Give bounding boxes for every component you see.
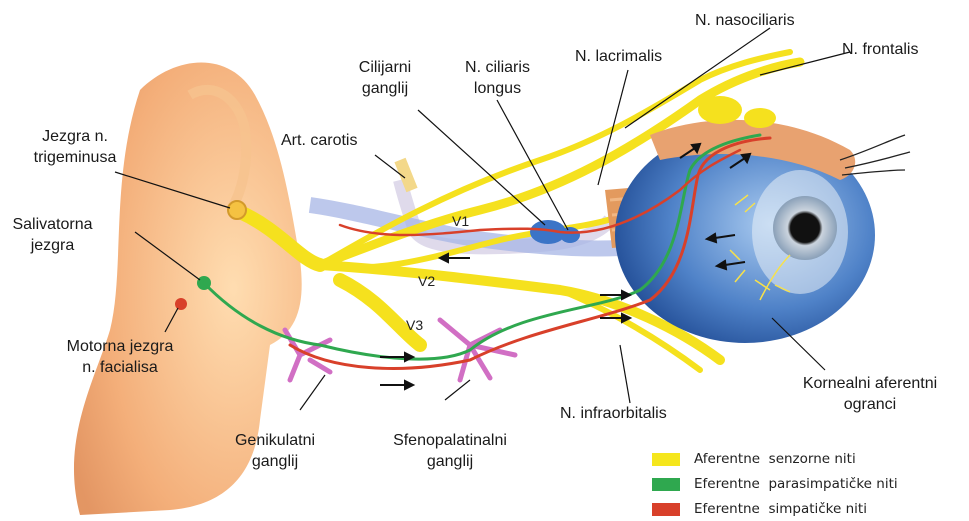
legend-item-sympathetic: Eferentne simpatičke niti bbox=[652, 499, 867, 519]
iris bbox=[773, 196, 837, 260]
legend-swatch-sympathetic bbox=[652, 503, 680, 516]
label-geniculate-ganglion: Genikulatni ganglij bbox=[215, 430, 335, 472]
legend-label-parasympathetic: Eferentne parasimpatičke niti bbox=[694, 476, 898, 492]
label-trigeminal-nucleus: Jezgra n. trigeminusa bbox=[10, 126, 140, 168]
legend-label-afferent: Aferentne senzorne niti bbox=[694, 451, 856, 467]
label-infraorbital-nerve: N. infraorbitalis bbox=[560, 403, 667, 424]
lacrimal-gland bbox=[698, 96, 742, 124]
legend-swatch-parasympathetic bbox=[652, 478, 680, 491]
label-salivatory-nucleus: Salivatorna jezgra bbox=[0, 214, 105, 256]
label-sphenopalatine-ganglion: Sfenopalatinalni ganglij bbox=[370, 430, 530, 472]
branch-label-v2: V2 bbox=[418, 273, 435, 289]
legend-item-afferent: Aferentne senzorne niti bbox=[652, 449, 856, 469]
legend-item-parasympathetic: Eferentne parasimpatičke niti bbox=[652, 474, 898, 494]
legend-label-sympathetic: Eferentne simpatičke niti bbox=[694, 501, 867, 517]
legend-swatch-afferent bbox=[652, 453, 680, 466]
label-ciliary-ganglion: Cilijarni ganglij bbox=[335, 57, 435, 99]
branch-label-v3: V3 bbox=[406, 317, 423, 333]
label-lacrimal-nerve: N. lacrimalis bbox=[575, 46, 662, 67]
label-frontal-nerve: N. frontalis bbox=[842, 39, 918, 60]
label-long-ciliary-nerve: N. ciliaris longus bbox=[445, 57, 550, 99]
trigeminal-nucleus bbox=[228, 201, 246, 219]
branch-label-v1: V1 bbox=[452, 213, 469, 229]
label-facial-motor-nucleus: Motorna jezgra n. facialisa bbox=[40, 336, 200, 378]
label-corneal-afferent-branches: Kornealni aferentni ogranci bbox=[770, 373, 969, 415]
label-nasociliary-nerve: N. nasociliaris bbox=[695, 10, 795, 31]
label-carotid-artery: Art. carotis bbox=[281, 130, 357, 151]
facial-motor-nucleus bbox=[175, 298, 187, 310]
